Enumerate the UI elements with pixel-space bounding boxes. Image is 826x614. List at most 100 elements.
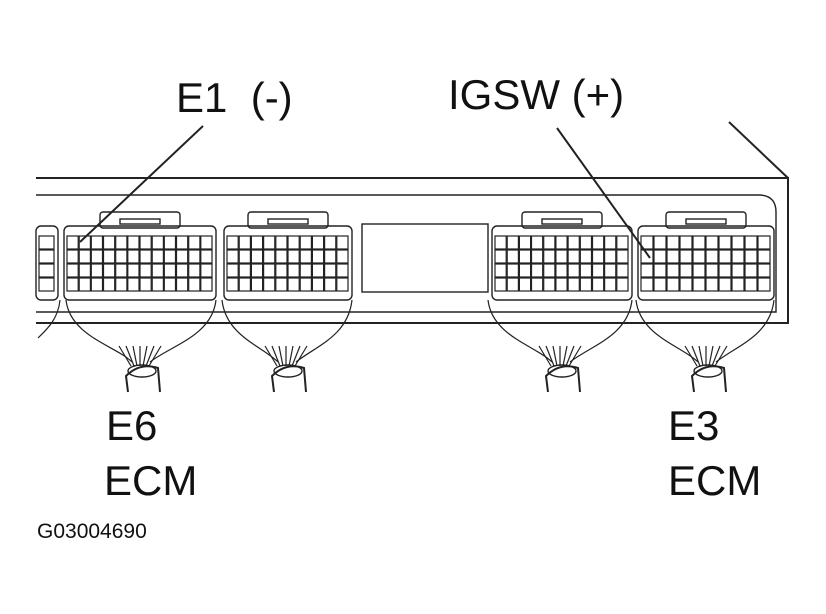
terminal-cell xyxy=(250,235,264,250)
terminal-cell xyxy=(616,235,629,250)
harness-2 xyxy=(221,299,353,393)
terminal-cell xyxy=(175,277,189,292)
terminal-cell xyxy=(127,277,140,292)
terminal-cell xyxy=(640,249,654,264)
terminal-cell xyxy=(494,263,507,278)
terminal-cell xyxy=(579,235,593,250)
terminal-cell xyxy=(336,249,349,264)
terminal-cell xyxy=(744,277,758,292)
terminal-cell xyxy=(705,249,719,264)
terminal-cell xyxy=(718,277,732,292)
terminal-cell xyxy=(188,249,201,264)
terminal-cell xyxy=(66,249,79,264)
terminal-cell xyxy=(90,263,104,278)
terminal-cell xyxy=(175,249,189,264)
terminal-cell xyxy=(640,277,654,292)
e3-ecm-label: ECM xyxy=(668,457,761,504)
terminal-cell xyxy=(200,277,213,292)
terminal-cell xyxy=(66,277,79,292)
terminal-cell xyxy=(591,235,605,250)
terminal-cell xyxy=(692,249,706,264)
terminal-cell xyxy=(299,235,313,250)
terminal-cell xyxy=(151,277,164,292)
terminal-cell xyxy=(518,277,532,292)
terminal-cell xyxy=(757,263,771,278)
terminal-cell xyxy=(311,235,325,250)
terminal-cell xyxy=(543,249,556,264)
harness-partial xyxy=(37,299,61,339)
terminal-cell xyxy=(692,277,706,292)
terminal-cell xyxy=(127,249,140,264)
terminal-cell xyxy=(163,277,177,292)
terminal-cell xyxy=(226,249,239,264)
terminal-cell xyxy=(579,263,593,278)
terminal-cell xyxy=(238,263,251,278)
terminal-cell xyxy=(679,277,693,292)
terminal-cell xyxy=(679,263,693,278)
terminal-cell xyxy=(275,277,288,292)
terminal-cell xyxy=(151,263,164,278)
terminal-cell xyxy=(200,235,213,250)
terminal-cell xyxy=(744,249,758,264)
terminal-cell xyxy=(275,249,288,264)
terminal-cell xyxy=(744,263,758,278)
terminal-cell xyxy=(718,249,732,264)
terminal-cell xyxy=(263,235,276,250)
terminal-cell xyxy=(506,277,520,292)
terminal-cell xyxy=(518,263,532,278)
terminal-cell xyxy=(757,235,771,250)
terminal-cell xyxy=(139,263,152,278)
terminal-cell xyxy=(603,235,617,250)
terminal-cell xyxy=(238,277,251,292)
terminal-cell xyxy=(567,249,580,264)
terminal-cell xyxy=(263,249,276,264)
terminal-cell xyxy=(78,249,91,264)
terminal-cell xyxy=(718,235,732,250)
terminal-cell xyxy=(287,263,300,278)
terminal-cell xyxy=(163,235,177,250)
terminal-cell xyxy=(188,263,201,278)
terminal-cell xyxy=(250,277,264,292)
terminal-cell xyxy=(692,263,706,278)
harness-e3 xyxy=(635,299,775,393)
terminal-cell xyxy=(579,249,593,264)
terminal-cell xyxy=(757,277,771,292)
terminal-cell xyxy=(127,263,140,278)
terminal-cell xyxy=(616,263,629,278)
terminal-cell xyxy=(731,249,745,264)
terminal-cell xyxy=(530,277,544,292)
terminal-cell xyxy=(127,235,140,250)
terminal-cell xyxy=(324,249,337,264)
terminal-cell xyxy=(336,277,349,292)
e1-leader-line xyxy=(79,125,204,243)
terminal-cell xyxy=(591,277,605,292)
terminal-cell xyxy=(731,235,745,250)
terminal-cell xyxy=(567,263,580,278)
terminal-cell xyxy=(530,235,544,250)
terminal-cell xyxy=(102,277,116,292)
terminal-cell xyxy=(250,263,264,278)
terminal-cell xyxy=(115,235,128,250)
terminal-cell xyxy=(653,249,667,264)
terminal-cell xyxy=(494,249,507,264)
connector-e3 xyxy=(637,211,775,301)
terminal-cell xyxy=(102,249,116,264)
connector-partial xyxy=(35,225,59,301)
terminal-cell xyxy=(603,249,617,264)
igsw-leader-line xyxy=(556,127,651,259)
terminal-cell xyxy=(506,249,520,264)
connector-2 xyxy=(223,211,353,301)
terminal-cell xyxy=(200,249,213,264)
terminal-cell xyxy=(494,277,507,292)
terminal-cell xyxy=(226,235,239,250)
terminal-cell xyxy=(603,277,617,292)
terminal-cell xyxy=(591,263,605,278)
terminal-cell xyxy=(666,277,680,292)
connector-group xyxy=(35,211,775,301)
terminal-cell xyxy=(115,277,128,292)
terminal-cell xyxy=(299,249,313,264)
terminal-cell xyxy=(616,277,629,292)
terminal-cell xyxy=(275,235,288,250)
terminal-cell xyxy=(579,277,593,292)
terminal-cell xyxy=(653,263,667,278)
